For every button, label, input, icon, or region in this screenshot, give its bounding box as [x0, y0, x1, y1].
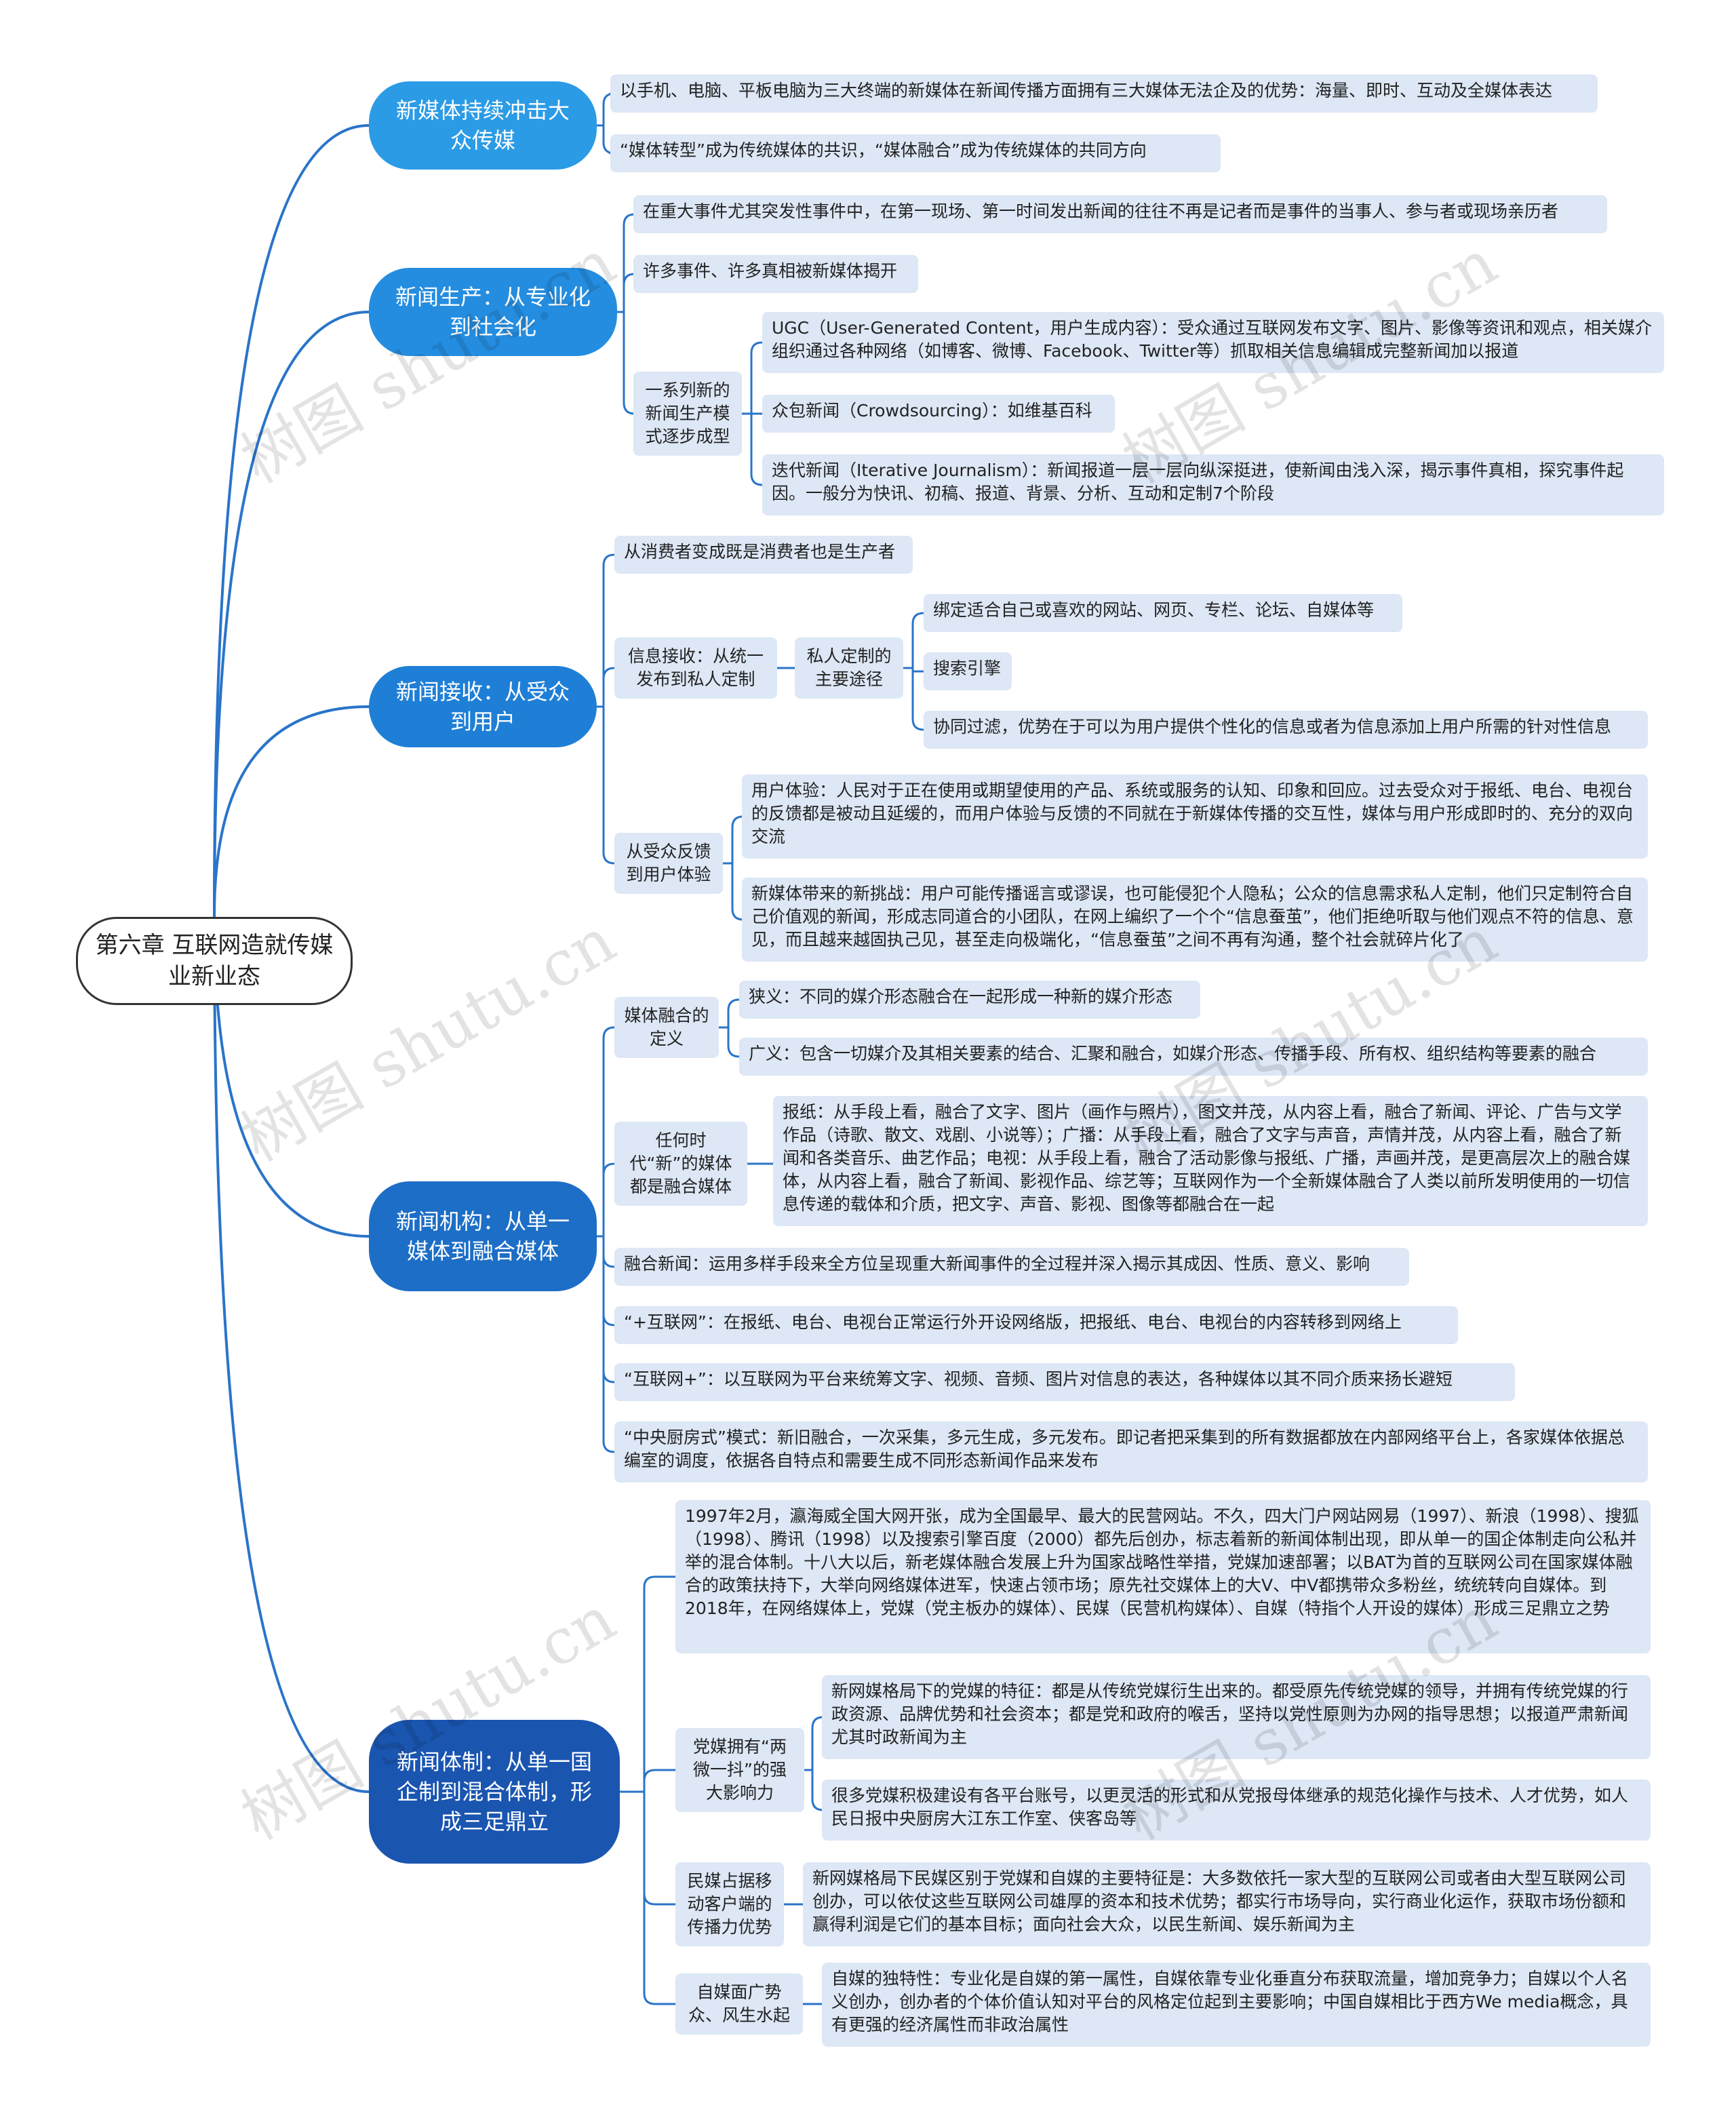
branch-news-system[interactable]: 新闻体制：从单一国企制到混合体制，形成三足鼎立: [369, 1720, 620, 1864]
group-user-experience[interactable]: 从受众反馈到用户体验: [614, 833, 723, 894]
leaf-party-media-features[interactable]: 新网媒格局下的党媒的特征：都是从传统党媒衍生出来的。都受原先传统党媒的领导，并拥…: [822, 1675, 1651, 1759]
leaf-fusion-news[interactable]: 融合新闻：运用多样手段来全方位呈现重大新闻事件的全过程并深入揭示其成因、性质、意…: [614, 1248, 1409, 1286]
leaf-first-scene[interactable]: 在重大事件尤其突发性事件中，在第一现场、第一时间发出新闻的往往不再是记者而是事件…: [633, 195, 1607, 233]
leaf-new-challenges[interactable]: 新媒体带来的新挑战：用户可能传播谣言或谬误，也可能侵犯个人隐私；公众的信息需求私…: [742, 878, 1648, 962]
root-topic[interactable]: 第六章 互联网造就传媒业新业态: [76, 917, 353, 1005]
leaf-crowdsourcing[interactable]: 众包新闻（Crowdsourcing）：如维基百科: [762, 395, 1115, 433]
branch-news-reception[interactable]: 新闻接收：从受众到用户: [369, 666, 597, 747]
leaf-private-media-features[interactable]: 新网媒格局下民媒区别于党媒和自媒的主要特征是：大多数依托一家大型的互联网公司或者…: [803, 1862, 1651, 1946]
leaf-new-media-advantages[interactable]: 以手机、电脑、平板电脑为三大终端的新媒体在新闻传播方面拥有三大媒体无法企及的优势…: [610, 75, 1598, 113]
leaf-search-engine[interactable]: 搜索引擎: [924, 652, 1012, 690]
leaf-central-kitchen[interactable]: “中央厨房式”模式：新旧融合，一次采集，多元生成，多元发布。即记者把采集到的所有…: [614, 1421, 1648, 1482]
group-info-reception[interactable]: 信息接收：从统一发布到私人定制: [614, 637, 777, 699]
group-every-era-fusion[interactable]: 任何时代“新”的媒体都是融合媒体: [614, 1122, 747, 1206]
leaf-narrow-definition[interactable]: 狭义：不同的媒介形态融合在一起形成一种新的媒介形态: [739, 981, 1200, 1019]
leaf-bind-sites[interactable]: 绑定适合自己或喜欢的网站、网页、专栏、论坛、自媒体等: [924, 594, 1402, 632]
group-private-media[interactable]: 民媒占据移动客户端的传播力优势: [675, 1862, 784, 1946]
leaf-user-experience[interactable]: 用户体验：人民对于正在使用或期望使用的产品、系统或服务的认知、印象和回应。过去受…: [742, 774, 1648, 859]
group-new-production-modes[interactable]: 一系列新的新闻生产模式逐步成型: [633, 372, 742, 456]
branch-new-media-impact[interactable]: 新媒体持续冲击大众传媒: [369, 81, 597, 170]
group-party-media[interactable]: 党媒拥有“两微一抖”的强大影响力: [675, 1728, 804, 1812]
group-fusion-definition[interactable]: 媒体融合的定义: [614, 997, 719, 1058]
leaf-collaborative-filtering[interactable]: 协同过滤，优势在于可以为用户提供个性化的信息或者为信息添加上用户所需的针对性信息: [924, 711, 1648, 749]
leaf-broad-definition[interactable]: 广义：包含一切媒介及其相关要素的结合、汇聚和融合，如媒介形态、传播手段、所有权、…: [739, 1038, 1648, 1076]
branch-news-organizations[interactable]: 新闻机构：从单一媒体到融合媒体: [369, 1181, 597, 1291]
leaf-ugc[interactable]: UGC（User-Generated Content，用户生成内容）：受众通过互…: [762, 312, 1664, 373]
leaf-party-media-accounts[interactable]: 很多党媒积极建设有各平台账号，以更灵活的形式和从党报母体继承的规范化操作与技术、…: [822, 1780, 1651, 1841]
branch-news-production[interactable]: 新闻生产：从专业化到社会化: [369, 268, 617, 356]
leaf-media-transformation[interactable]: “媒体转型”成为传统媒体的共识，“媒体融合”成为传统媒体的共同方向: [610, 134, 1221, 172]
leaf-plus-internet[interactable]: “+互联网”：在报纸、电台、电视台正常运行外开设网络版，把报纸、电台、电视台的内…: [614, 1306, 1458, 1344]
leaf-self-media-features[interactable]: 自媒的独特性：专业化是自媒的第一属性，自媒依靠专业化垂直分布获取流量，增加竞争力…: [822, 1963, 1651, 2047]
leaf-system-history[interactable]: 1997年2月，瀛海威全国大网开张，成为全国最早、最大的民营网站。不久，四大门户…: [675, 1500, 1651, 1653]
leaf-internet-plus[interactable]: “互联网+”：以互联网为平台来统筹文字、视频、音频、图片对信息的表达，各种媒体以…: [614, 1363, 1515, 1401]
leaf-media-history[interactable]: 报纸：从手段上看，融合了文字、图片（画作与照片），图文并茂，从内容上看，融合了新…: [773, 1096, 1648, 1226]
group-self-media[interactable]: 自媒面广势众、风生水起: [675, 1973, 803, 2035]
leaf-consumer-producer[interactable]: 从消费者变成既是消费者也是生产者: [614, 536, 913, 574]
group-private-customization[interactable]: 私人定制的主要途径: [795, 637, 903, 699]
leaf-truth-revealed[interactable]: 许多事件、许多真相被新媒体揭开: [633, 255, 918, 293]
leaf-iterative-journalism[interactable]: 迭代新闻（Iterative Journalism）：新闻报道一层一层向纵深挺进…: [762, 454, 1664, 515]
